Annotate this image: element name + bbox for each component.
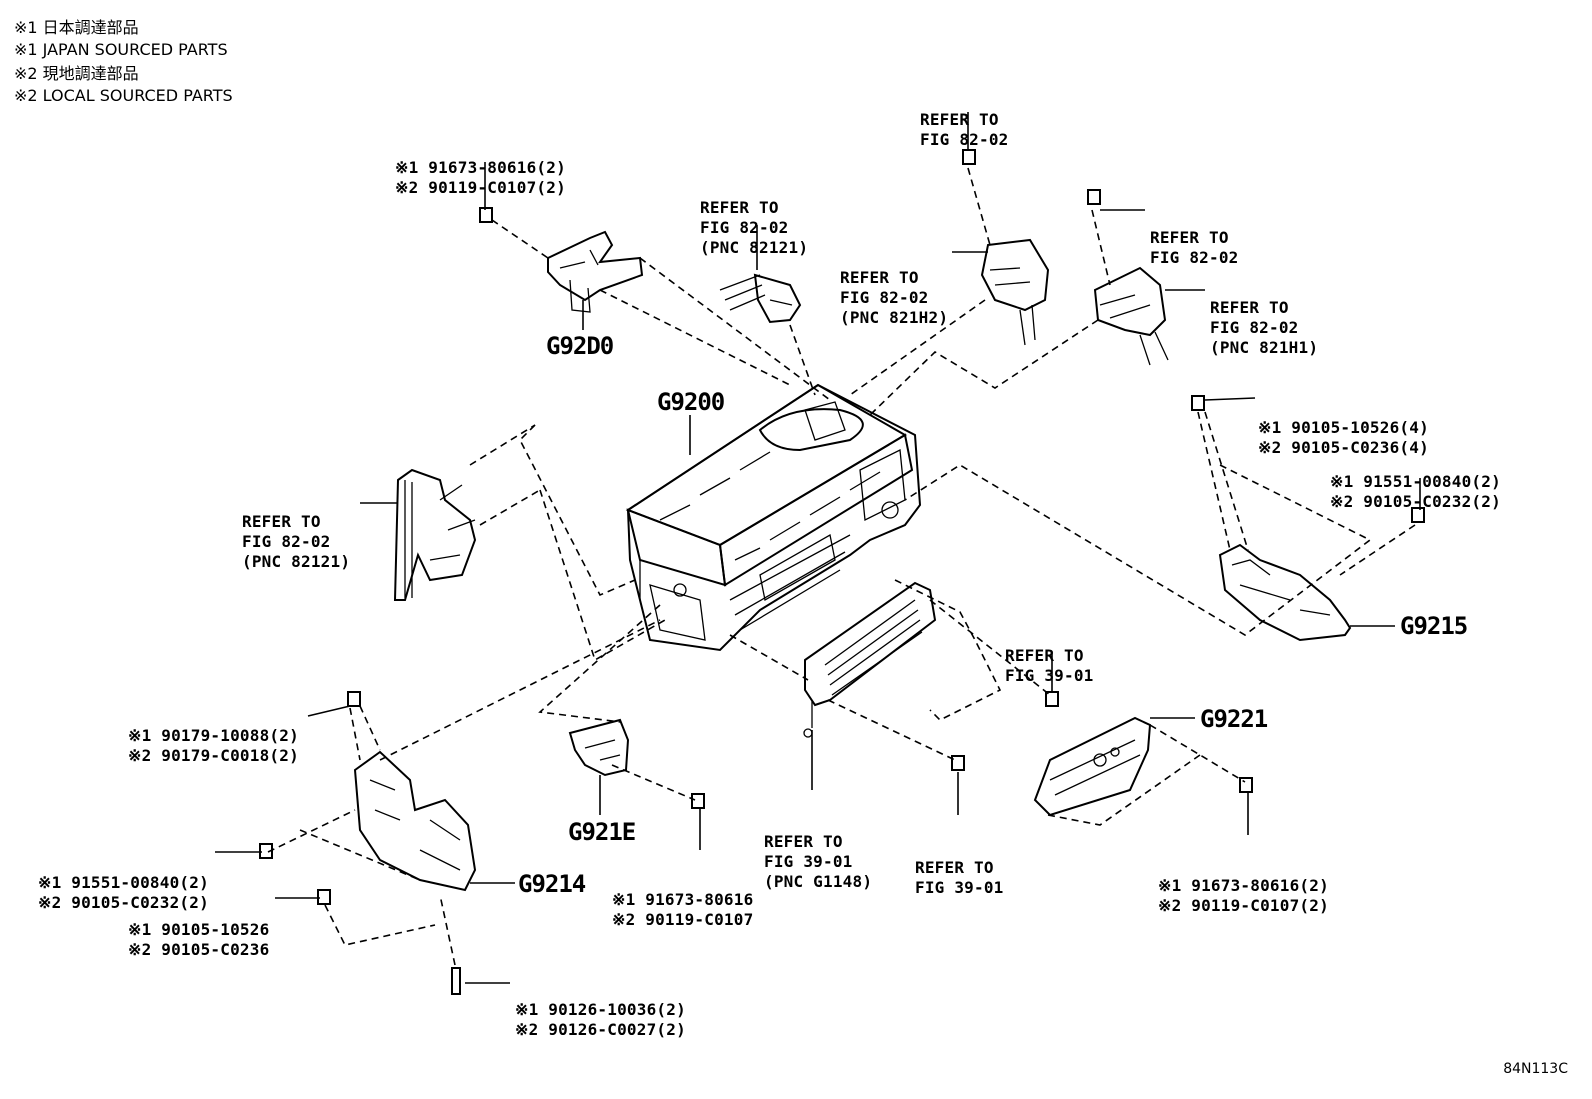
callout-bolt-right-4[interactable]: ※1 90105-10526(4)※2 90105-C0236(4) [1258,418,1429,457]
connector-821h2[interactable] [980,238,1050,346]
legend-jp-sourced-ja: ※1 日本調達部品 [14,18,139,37]
part-code-g9214[interactable]: G9214 [518,870,586,898]
bracket-g921e[interactable] [568,718,630,777]
inverter-assembly-g9200[interactable] [625,383,922,652]
bracket-g92d0[interactable] [547,230,644,313]
assembly-dashed-lines [267,167,1416,966]
legend-local-sourced-en: ※2 LOCAL SOURCED PARTS [14,86,233,105]
bracket-g9214[interactable] [353,750,477,892]
part-code-g92d0[interactable]: G92D0 [546,332,614,360]
leader-lines [215,112,1421,984]
cover-g9221[interactable] [1033,716,1152,817]
callout-bolt-g9221[interactable]: ※1 91673-80616(2)※2 90119-C0107(2) [1158,876,1329,915]
cover-g9215[interactable] [1218,543,1352,642]
callout-bolt-right-2[interactable]: ※1 91551-00840(2)※2 90105-C0232(2) [1330,472,1501,511]
part-code-g921e[interactable]: G921E [568,818,636,846]
part-code-g9200[interactable]: G9200 [657,388,725,416]
callout-bolt-top-left[interactable]: ※1 91673-80616(2)※2 90119-C0107(2) [395,158,566,197]
callout-bolt-left-2[interactable]: ※1 91551-00840(2)※2 90105-C0232(2) [38,873,209,912]
part-code-g9215[interactable]: G9215 [1400,612,1468,640]
callout-bolt-left-1[interactable]: ※1 90105-10526※2 90105-C0236 [128,920,270,959]
illustration-id: 84N113C [1503,1061,1568,1077]
legend-local-sourced-ja: ※2 現地調達部品 [14,64,139,83]
control-board-g1148[interactable] [803,581,937,738]
wire-harness-82121-left[interactable] [393,468,477,601]
connector-82121-top[interactable] [719,273,802,324]
legend-jp-sourced-en: ※1 JAPAN SOURCED PARTS [14,40,228,59]
connector-821h1[interactable] [1093,266,1169,366]
callout-bolt-g921e[interactable]: ※1 91673-80616※2 90119-C0107 [612,890,754,929]
fastener-icons [259,149,1425,995]
part-code-g9221[interactable]: G9221 [1200,705,1268,733]
callout-nut-left[interactable]: ※1 90179-10088(2)※2 90179-C0018(2) [128,726,299,765]
callout-stud-bottom[interactable]: ※1 90126-10036(2)※2 90126-C0027(2) [515,1000,686,1039]
